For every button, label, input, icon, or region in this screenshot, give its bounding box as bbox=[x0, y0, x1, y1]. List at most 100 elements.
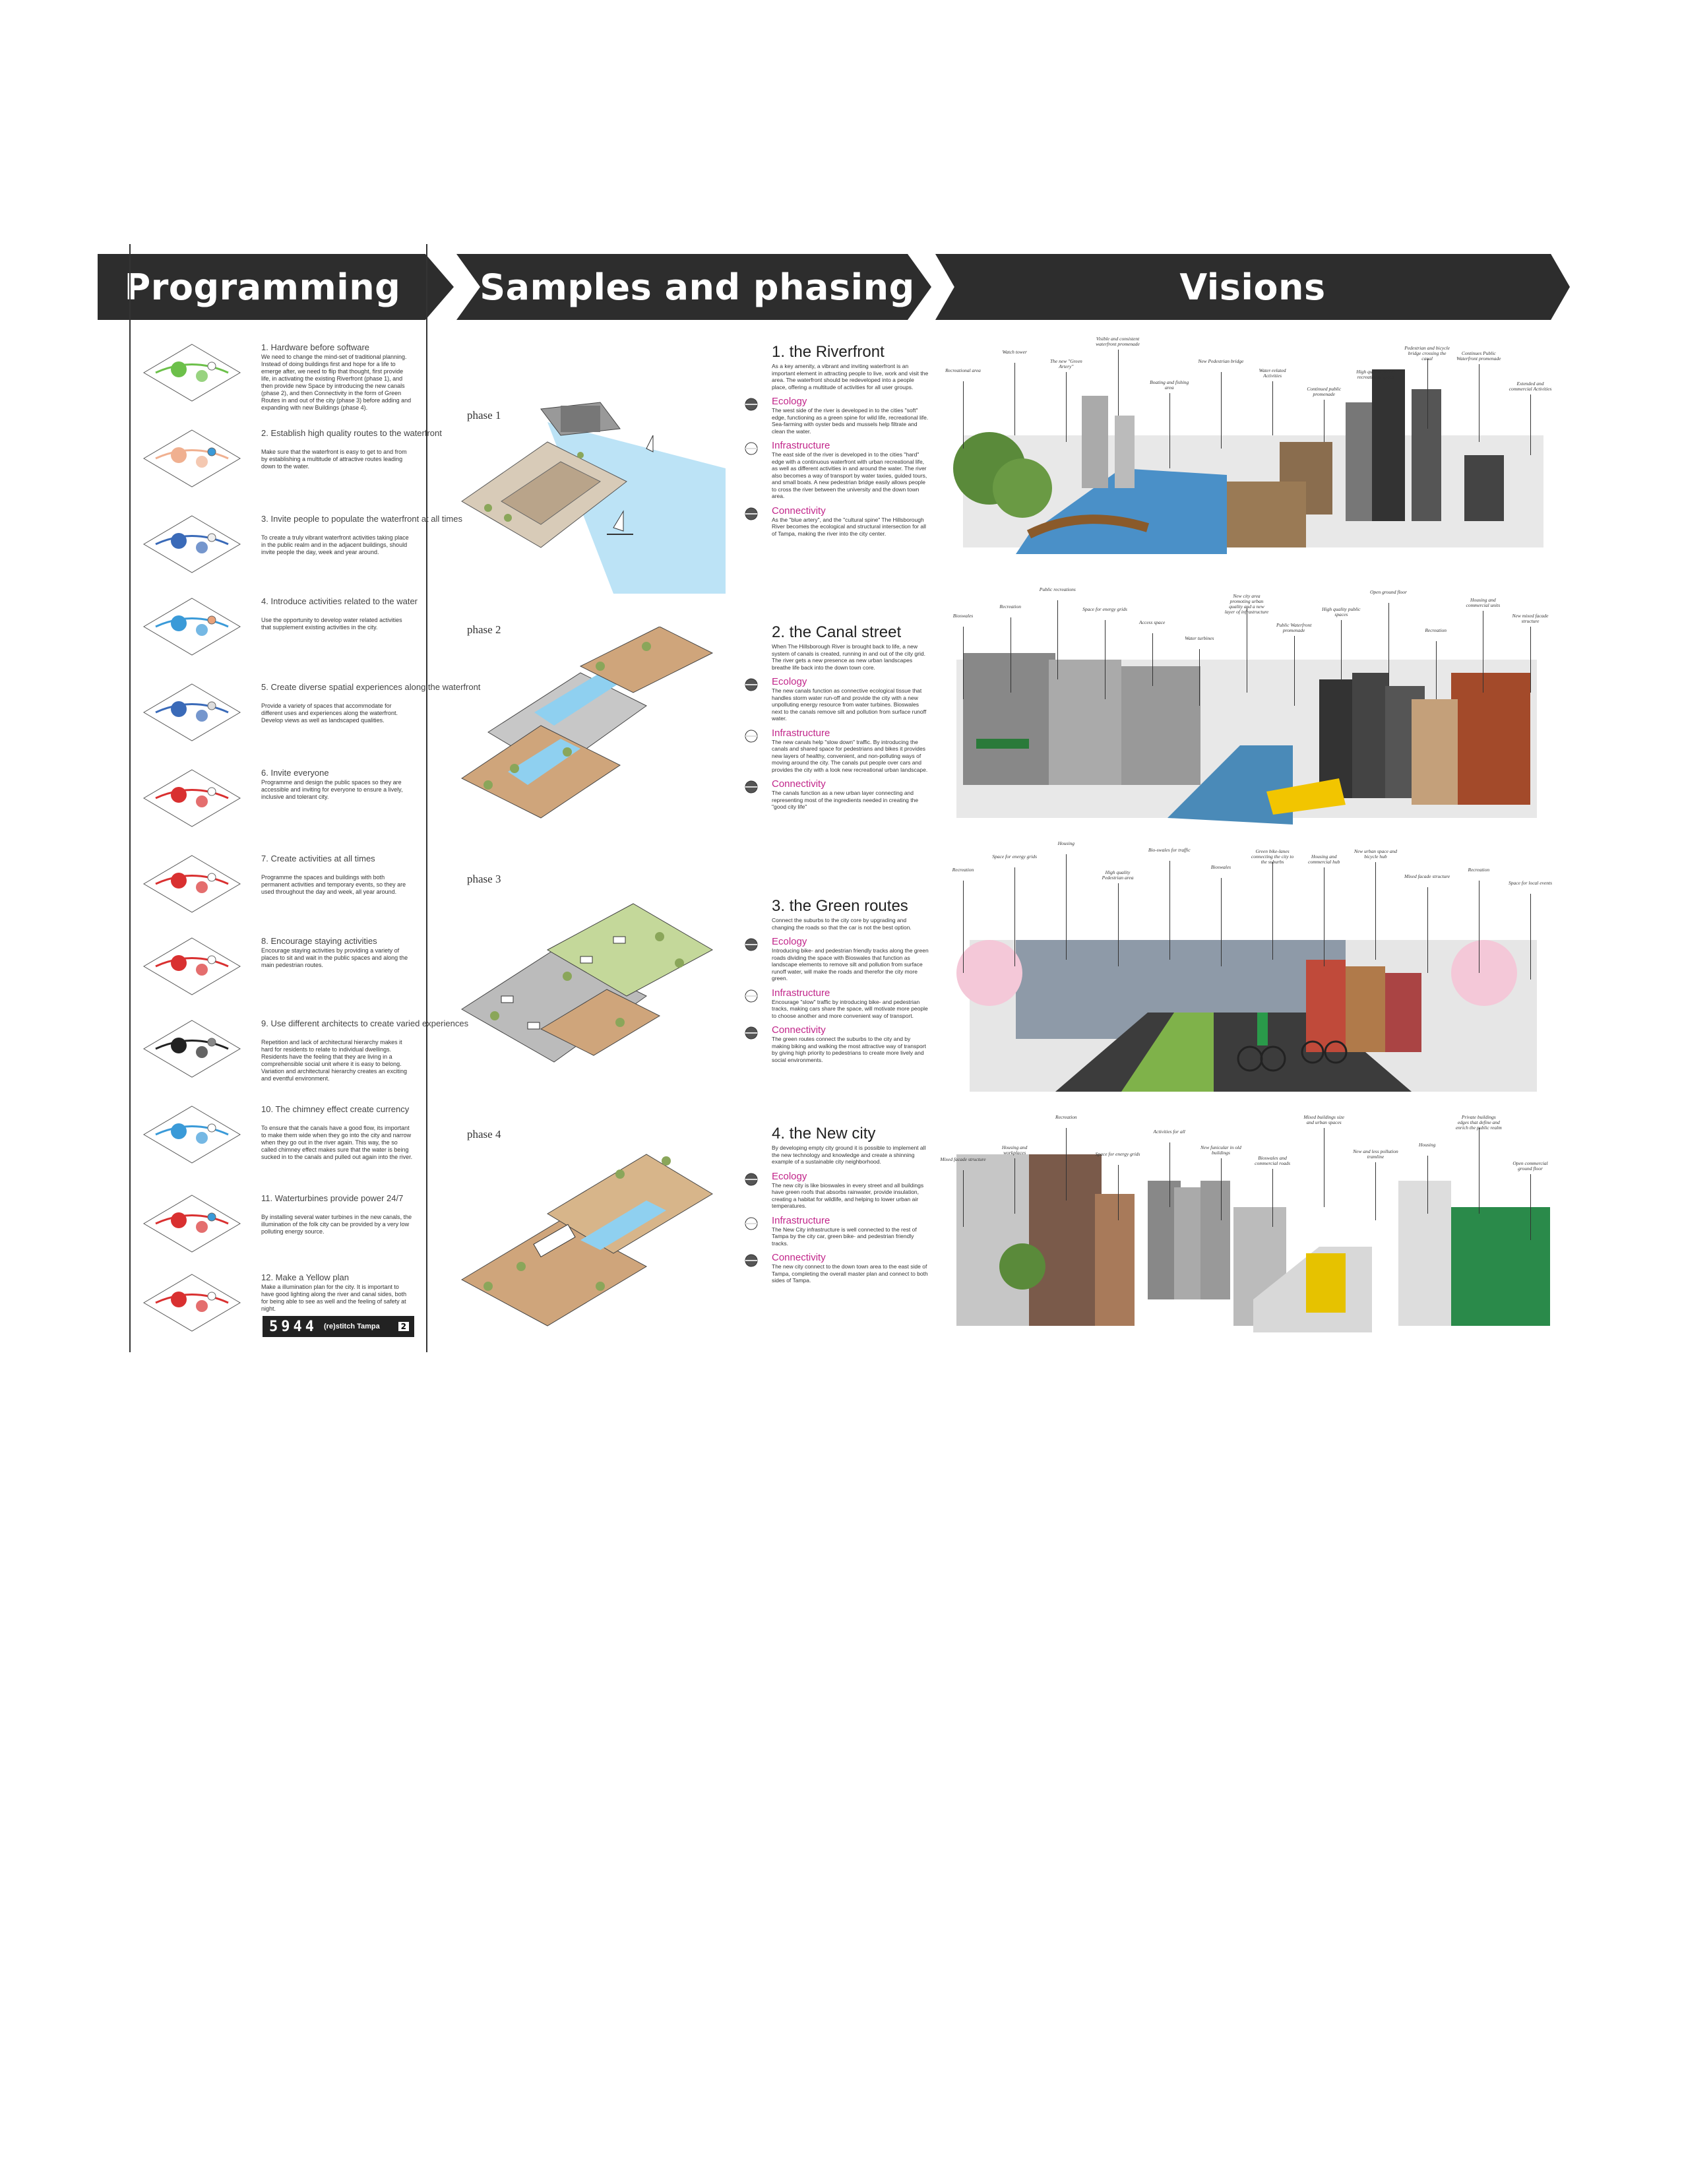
programming-item-body: By installing several water turbines in … bbox=[261, 1214, 412, 1235]
programming-item-title: 5. Create diverse spatial experiences al… bbox=[261, 682, 481, 692]
vision-callout-line bbox=[963, 881, 964, 973]
vision-callout-line bbox=[1530, 894, 1531, 980]
vision-callout-line bbox=[1152, 633, 1153, 686]
vision-callout-label: The new "Green Artery" bbox=[1050, 358, 1082, 369]
vision-callout-line bbox=[963, 627, 964, 699]
phase-4-label: phase 4 bbox=[467, 1128, 501, 1140]
programming-diagram-11 bbox=[143, 1195, 241, 1253]
vision-callout-line bbox=[1427, 887, 1428, 973]
subsection-heading: Connectivity bbox=[772, 505, 826, 516]
programming-item-title: 1. Hardware before software bbox=[261, 342, 370, 352]
vision-callout-label: Bioswales bbox=[952, 613, 974, 619]
vision-callout-label: New and less pollution tramline bbox=[1353, 1148, 1398, 1160]
phase-3-illustration bbox=[461, 903, 714, 1063]
vision-new-city-image bbox=[956, 1154, 1550, 1332]
page-footer: 5944 (re)stitch Tampa 2 bbox=[263, 1316, 414, 1337]
vision-callout-label: Boating and fishing area bbox=[1150, 379, 1189, 390]
vision-callout-label: Space for local events bbox=[1508, 880, 1553, 886]
subsection-body: Encourage "slow" traffic by introducing … bbox=[772, 998, 928, 1019]
vision-callout-line bbox=[1530, 627, 1531, 693]
vision-callout-label: New funicular in old buildings bbox=[1200, 1144, 1241, 1156]
vision-callout-label: Public recreations bbox=[1039, 586, 1076, 592]
vision-callout-line bbox=[1117, 350, 1119, 416]
vision-callout-label: Housing bbox=[1057, 840, 1075, 846]
connectivity-icon bbox=[745, 507, 758, 520]
vision-callout-line bbox=[1375, 1162, 1377, 1220]
subsection-heading: Connectivity bbox=[772, 1252, 826, 1263]
subsection-heading: Infrastructure bbox=[772, 727, 830, 739]
vision-callout-line bbox=[1066, 372, 1067, 442]
subsection-body: The new city is like bioswales in every … bbox=[772, 1181, 924, 1210]
vision-callout-line bbox=[1220, 1158, 1222, 1220]
vision-callout-line bbox=[1117, 883, 1119, 966]
programming-item-title: 12. Make a Yellow plan bbox=[261, 1272, 349, 1282]
vision-callout-label: Water turbines bbox=[1185, 635, 1214, 641]
phase-1-illustration bbox=[461, 402, 726, 594]
subsection-body: As the "blue artery", and the "cultural … bbox=[772, 516, 926, 537]
page-number: 2 bbox=[398, 1322, 409, 1331]
vision-callout-line bbox=[1220, 372, 1222, 449]
vision-callout-line bbox=[1117, 1165, 1119, 1220]
vision-callout-line bbox=[1199, 649, 1200, 706]
vision-callout-label: Pedestrian and bicycle bridge crossing t… bbox=[1404, 345, 1450, 361]
vision-callout-line bbox=[1388, 603, 1389, 686]
section-intro: Connect the suburbs to the city core by … bbox=[772, 917, 912, 931]
subsection-body: Introducing bike- and pedestrian friendl… bbox=[772, 947, 929, 982]
vision-callout-label: Access space bbox=[1138, 619, 1166, 625]
section-intro: As a key amenity, a vibrant and inviting… bbox=[772, 363, 929, 390]
subsection-body: The west side of the river is developed … bbox=[772, 407, 929, 435]
programming-diagram-9 bbox=[143, 1020, 241, 1078]
subsection-body: The new city connect to the down town ar… bbox=[772, 1263, 928, 1284]
vision-callout-line bbox=[1530, 394, 1531, 455]
vision-callout-line bbox=[1435, 641, 1437, 699]
vision-callout-label: Recreation bbox=[1468, 867, 1490, 873]
vision-callout-label: Continued public promenade bbox=[1307, 386, 1342, 397]
vision-callout-label: Housing and commercial hub bbox=[1308, 854, 1340, 865]
samples-header-label: Samples and phasing bbox=[480, 266, 915, 308]
vision-callout-label: Open ground floor bbox=[1370, 589, 1407, 595]
subsection-heading: Ecology bbox=[772, 676, 807, 687]
vision-callout-label: Continues Public Waterfront promenade bbox=[1456, 350, 1501, 361]
programming-header: Programming bbox=[98, 254, 454, 320]
vision-callout-line bbox=[1105, 620, 1106, 699]
vision-riverfront-image bbox=[953, 369, 1543, 554]
vision-callout-line bbox=[1169, 393, 1170, 468]
vision-callout-label: High quality public spaces bbox=[1322, 606, 1361, 617]
vision-green-routes-image bbox=[956, 940, 1537, 1092]
phase-2-illustration bbox=[461, 627, 714, 819]
section-title: 1. the Riverfront bbox=[772, 343, 885, 361]
programming-diagram-10 bbox=[143, 1106, 241, 1164]
section-intro: By developing empty city ground it is po… bbox=[772, 1144, 926, 1165]
vision-callout-label: Space for energy grids bbox=[992, 854, 1038, 859]
subsection-heading: Connectivity bbox=[772, 1024, 826, 1036]
connectivity-icon bbox=[745, 1026, 758, 1040]
programming-item-body: Provide a variety of spaces that accommo… bbox=[261, 702, 398, 724]
vision-callout-label: Space for energy grids bbox=[1095, 1151, 1140, 1157]
programming-item-title: 9. Use different architects to create va… bbox=[261, 1018, 469, 1028]
vision-callout-label: Open commercial ground floor bbox=[1512, 1160, 1548, 1171]
vision-callout-line bbox=[1478, 1128, 1480, 1214]
programming-item-body: Programme the spaces and buildings with … bbox=[261, 874, 406, 895]
subsection-body: The east side of the river is developed … bbox=[772, 451, 927, 499]
vision-callout-label: Mixed facade structure bbox=[940, 1156, 986, 1162]
ecology-icon bbox=[745, 1173, 758, 1185]
vision-callout-line bbox=[1478, 364, 1480, 442]
vision-callout-label: Housing and workplaces bbox=[1001, 1144, 1028, 1156]
ecology-icon bbox=[745, 678, 758, 691]
vision-callout-label: Recreation bbox=[952, 867, 974, 873]
visions-header: Visions bbox=[935, 254, 1570, 320]
infrastructure-icon bbox=[745, 1217, 758, 1230]
vision-callout-label: Recreation bbox=[1425, 627, 1447, 633]
programming-item-title: 7. Create activities at all times bbox=[261, 854, 375, 863]
subsection-body: The green routes connect the suburbs to … bbox=[772, 1036, 926, 1063]
programming-item-title: 3. Invite people to populate the waterfr… bbox=[261, 514, 462, 524]
